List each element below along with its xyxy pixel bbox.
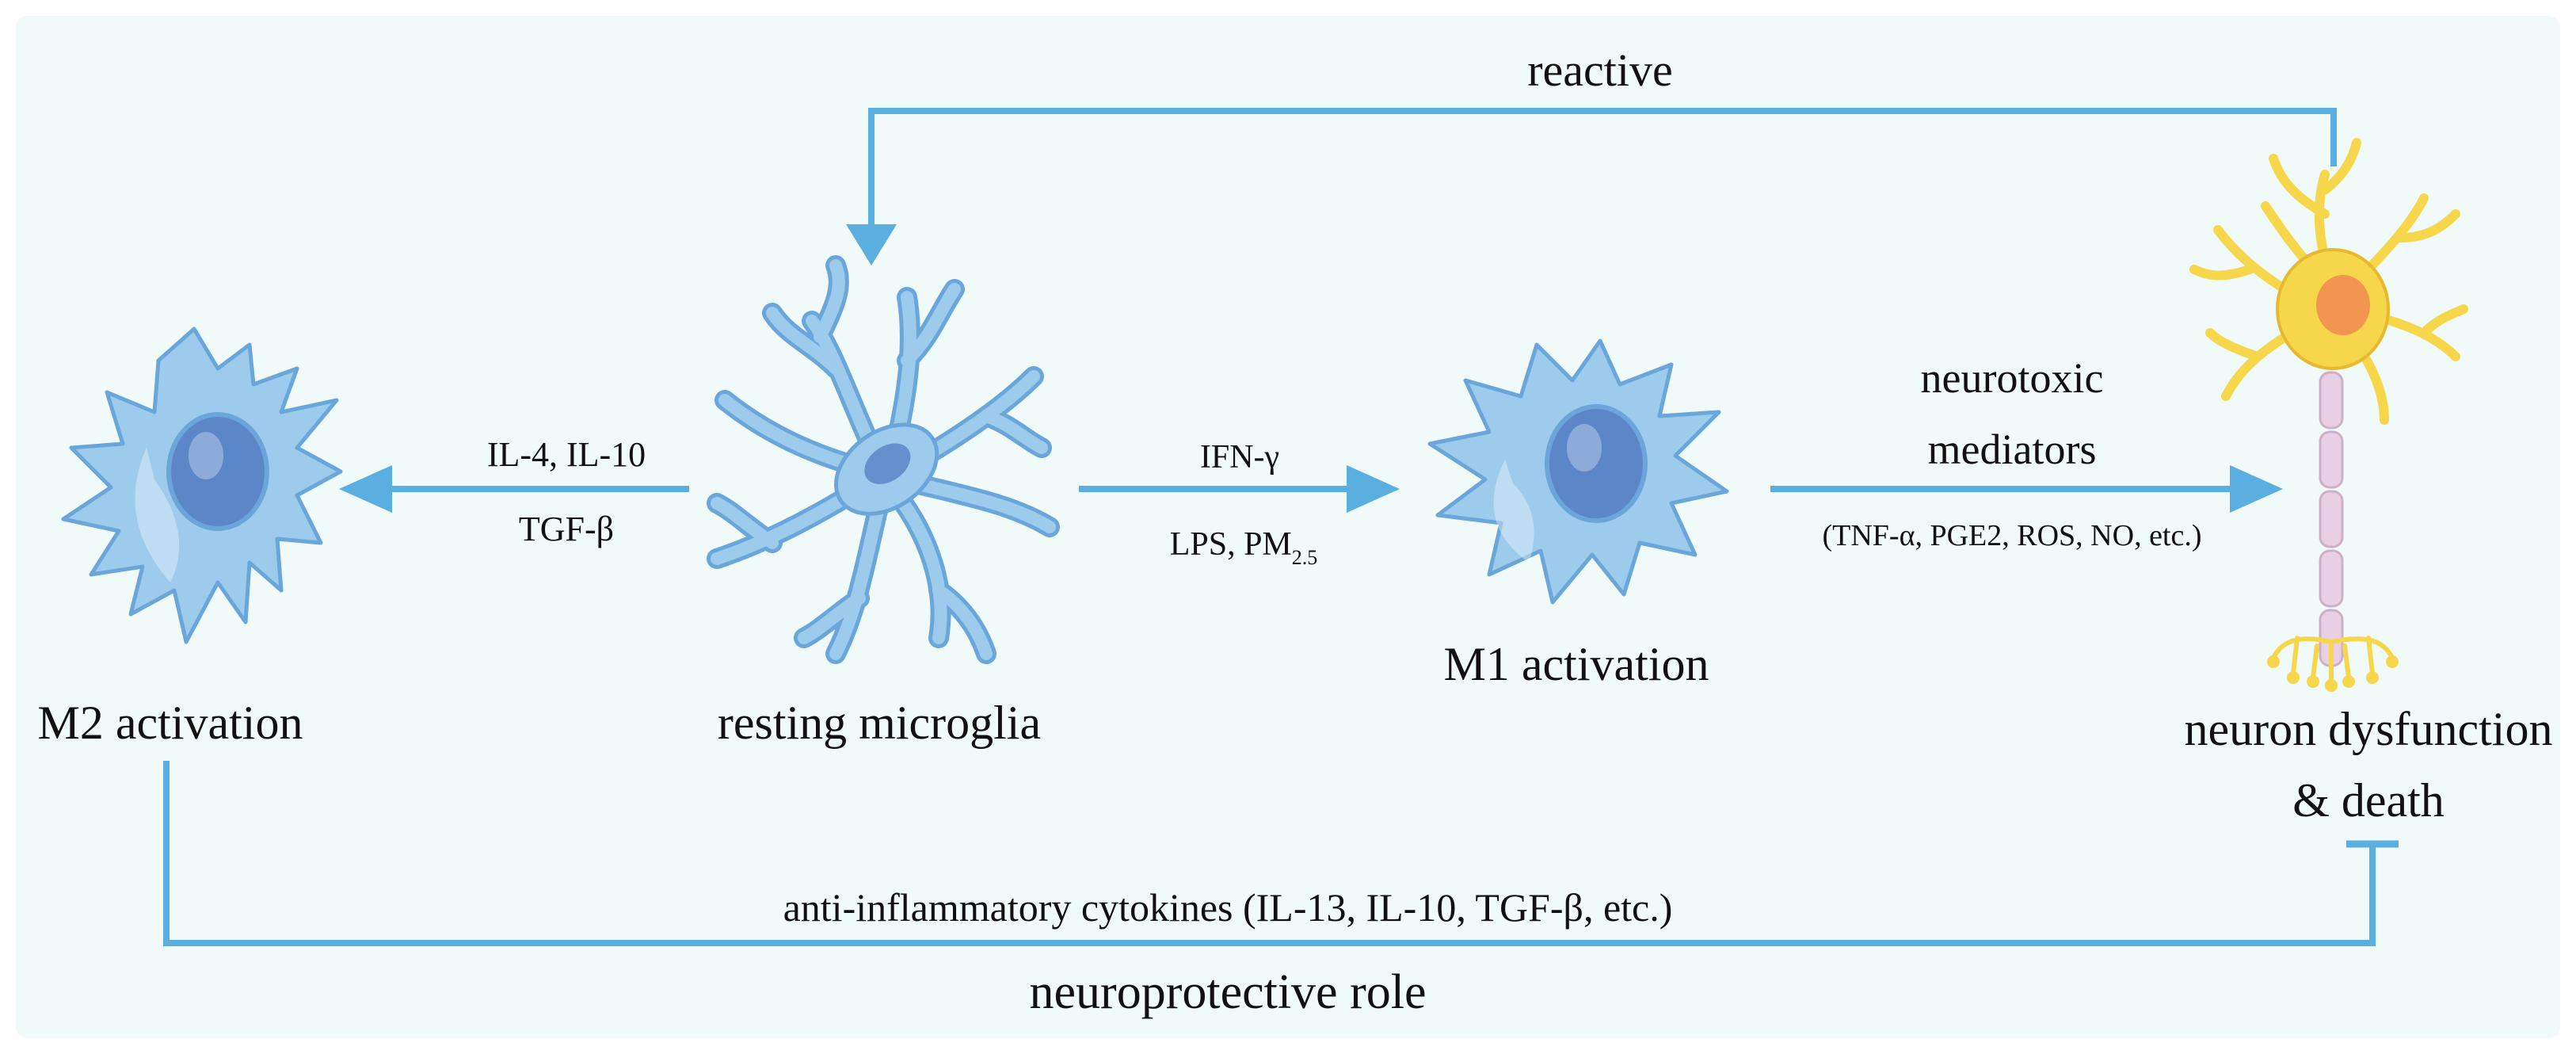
m1-to-label-top: IFN-γ [1200,439,1279,475]
arrows [163,108,2399,946]
resting-microglia-icon [707,255,1060,664]
reactive-arrowhead [846,224,897,265]
axon-segments [2319,371,2344,667]
neuron-icon [2189,138,2468,692]
neurotoxic-label: neurotoxic [1921,354,2104,402]
mediators-label: mediators [1928,426,2097,473]
m1-microglia-icon [1427,338,1729,605]
m1-activation-label: M1 activation [1444,638,1709,690]
resting-to-m2-arrowhead [339,465,392,513]
resting-to-m1-arrowhead [1347,465,1400,513]
resting-microglia-label: resting microglia [718,697,1041,749]
m2-to-label-top: IL-4, IL-10 [487,435,646,474]
reactive-arrow-line [868,108,2337,230]
reactive-label: reactive [1527,44,1673,96]
m2-microglia-icon [61,327,343,644]
pm-subscript: 2.5 [1292,546,1318,569]
m2-activation-label: M2 activation [38,697,303,749]
labels: reactive IL-4, IL-10 TGF-β IFN-γ LPS, PM… [38,44,2553,1019]
mediators-detail-label: (TNF-α, PGE2, ROS, NO, etc.) [1822,519,2201,552]
m1-to-label-bottom: LPS, PM2.5 [1170,526,1318,569]
neuroprotective-label: neuroprotective role [1030,965,1427,1019]
m1-to-neuron-arrowhead [2230,465,2283,513]
anti-inflammatory-label: anti-inflammatory cytokines (IL-13, IL-1… [783,885,1673,930]
m2-inhibition-line [163,761,2376,946]
neuron-label-line1: neuron dysfunction [2185,703,2553,755]
lps-pm-text: LPS, PM [1170,526,1292,563]
neuron-label-line2: & death [2292,774,2445,827]
diagram-background [16,16,2560,1038]
m2-to-label-bottom: TGF-β [519,510,614,548]
